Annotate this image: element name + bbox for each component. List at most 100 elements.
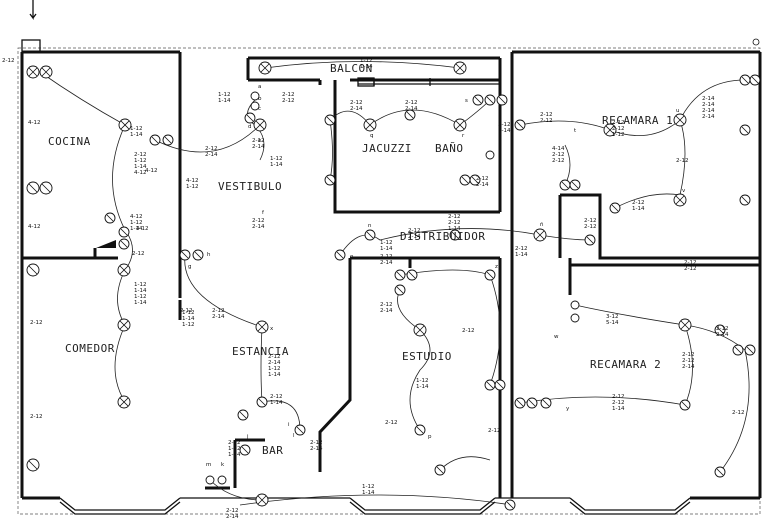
conductor-note: 2-14	[702, 108, 715, 114]
conductor-note: 2-12	[252, 218, 264, 224]
conductor-note: 1-12	[380, 240, 392, 246]
conductor-note: 1-12	[130, 126, 142, 132]
room-label-estudio: ESTUDIO	[402, 350, 452, 363]
conductor-note: 1-14	[268, 372, 281, 378]
light-fixture	[484, 94, 496, 106]
conductor-note: 1-14	[130, 132, 143, 138]
conductor-note: 4-12	[136, 226, 148, 232]
service-entry-box	[21, 39, 41, 53]
conductor-note: 2-12	[462, 328, 474, 334]
light-fixture	[217, 475, 227, 485]
conductor-note: 2-12	[612, 120, 624, 126]
conductor-note: 1-14	[498, 128, 511, 134]
light-fixture	[250, 101, 260, 111]
conductor-note: 2-14	[310, 446, 323, 452]
conductor-note: 2-12	[682, 352, 694, 358]
fixture-tag: s	[465, 98, 468, 104]
conductor-note: 2-14	[380, 260, 393, 266]
light-fixture	[533, 228, 547, 242]
light-fixture	[334, 249, 346, 261]
conductor-note: 2-14	[682, 364, 695, 370]
light-fixture	[413, 323, 427, 337]
conductor-note: 2-12	[552, 152, 564, 158]
room-label-bano: BAÑO	[435, 142, 464, 155]
conductor-note: 1-14	[228, 452, 241, 458]
fixture-tag: r	[462, 133, 465, 139]
fixture-tag: y	[566, 406, 570, 412]
light-fixture	[237, 409, 249, 421]
fixture-tag: n	[368, 223, 372, 229]
conductor-note: 2-12	[612, 400, 624, 406]
light-fixture	[673, 113, 687, 127]
conductor-note: 2-12	[540, 112, 552, 118]
conductor-note: 1-14	[270, 162, 283, 168]
conductor-note: 4-12	[28, 224, 40, 230]
light-fixture	[255, 493, 269, 507]
conductor-note: 2-12	[30, 320, 42, 326]
conductor-note: 2-12	[584, 218, 596, 224]
light-fixture	[394, 269, 406, 281]
electrical-fixtures	[26, 61, 761, 511]
light-fixture	[117, 395, 131, 409]
light-fixture	[104, 212, 116, 224]
conductor-note: 2-12	[612, 394, 624, 400]
conductor-note: 4-14	[552, 146, 565, 152]
conductor-note: 2-14	[702, 114, 715, 120]
light-fixture	[514, 397, 526, 409]
light-fixture	[324, 114, 336, 126]
conductor-note: 1-12	[218, 92, 230, 98]
conductor-note: 2-12	[132, 251, 144, 257]
conductor-note: 2-12	[405, 100, 417, 106]
light-fixture	[253, 118, 267, 132]
conductor-note: 2-12	[612, 126, 624, 132]
conductor-note: 1-14	[416, 384, 429, 390]
conductor-note: 1-14	[130, 226, 143, 232]
light-fixture	[26, 181, 40, 195]
conductor-note: 2-12	[540, 118, 552, 124]
conductor-note: 2-12	[205, 146, 217, 152]
room-label-comedor: COMEDOR	[65, 342, 115, 355]
conductor-note: 2-12	[515, 246, 527, 252]
conductor-note: 4-12	[145, 168, 157, 174]
light-fixture	[294, 424, 306, 436]
service-entry-line	[29, 0, 37, 20]
fixture-tag: f	[262, 210, 265, 216]
conductor-note: 2-12	[380, 302, 392, 308]
light-fixture	[569, 179, 581, 191]
conductor-note: 2-12	[676, 158, 688, 164]
light-fixture	[406, 269, 418, 281]
room-label-vestibulo: VESTIBULO	[218, 180, 282, 193]
conductor-note: 2-12	[30, 414, 42, 420]
light-fixture	[472, 94, 484, 106]
fixture-tag: b	[258, 96, 262, 102]
conductor-note: 2-12	[488, 428, 500, 434]
conductor-note: 4-12	[186, 178, 198, 184]
light-fixture	[514, 119, 526, 131]
fixture-tag: g	[188, 264, 192, 270]
light-fixture	[364, 229, 376, 241]
fixture-tag: t	[574, 128, 577, 134]
conductor-note: 1-12	[134, 158, 146, 164]
light-fixture	[732, 344, 744, 356]
light-fixture	[162, 134, 174, 146]
conductor-note: 1-14	[134, 164, 147, 170]
light-fixture	[117, 318, 131, 332]
light-fixture	[739, 124, 751, 136]
room-label-jacuzzi: JACUZZI	[362, 142, 412, 155]
conductor-note: 1-12	[362, 484, 374, 490]
conductor-note: 2-12	[134, 152, 146, 158]
fixture-tag: u	[676, 108, 680, 114]
balcony-window	[357, 77, 500, 87]
conductor-note: 2-12	[584, 224, 596, 230]
light-fixture	[324, 174, 336, 186]
light-fixture	[526, 397, 538, 409]
conductor-note: 1-12	[134, 294, 146, 300]
conductor-note: 2-12	[226, 508, 238, 514]
light-fixture	[603, 123, 617, 137]
conductor-note: 2-14	[268, 360, 281, 366]
light-fixture	[250, 91, 260, 101]
conductor-note: 2-12	[732, 410, 744, 416]
conductor-note: 2-12	[310, 440, 322, 446]
